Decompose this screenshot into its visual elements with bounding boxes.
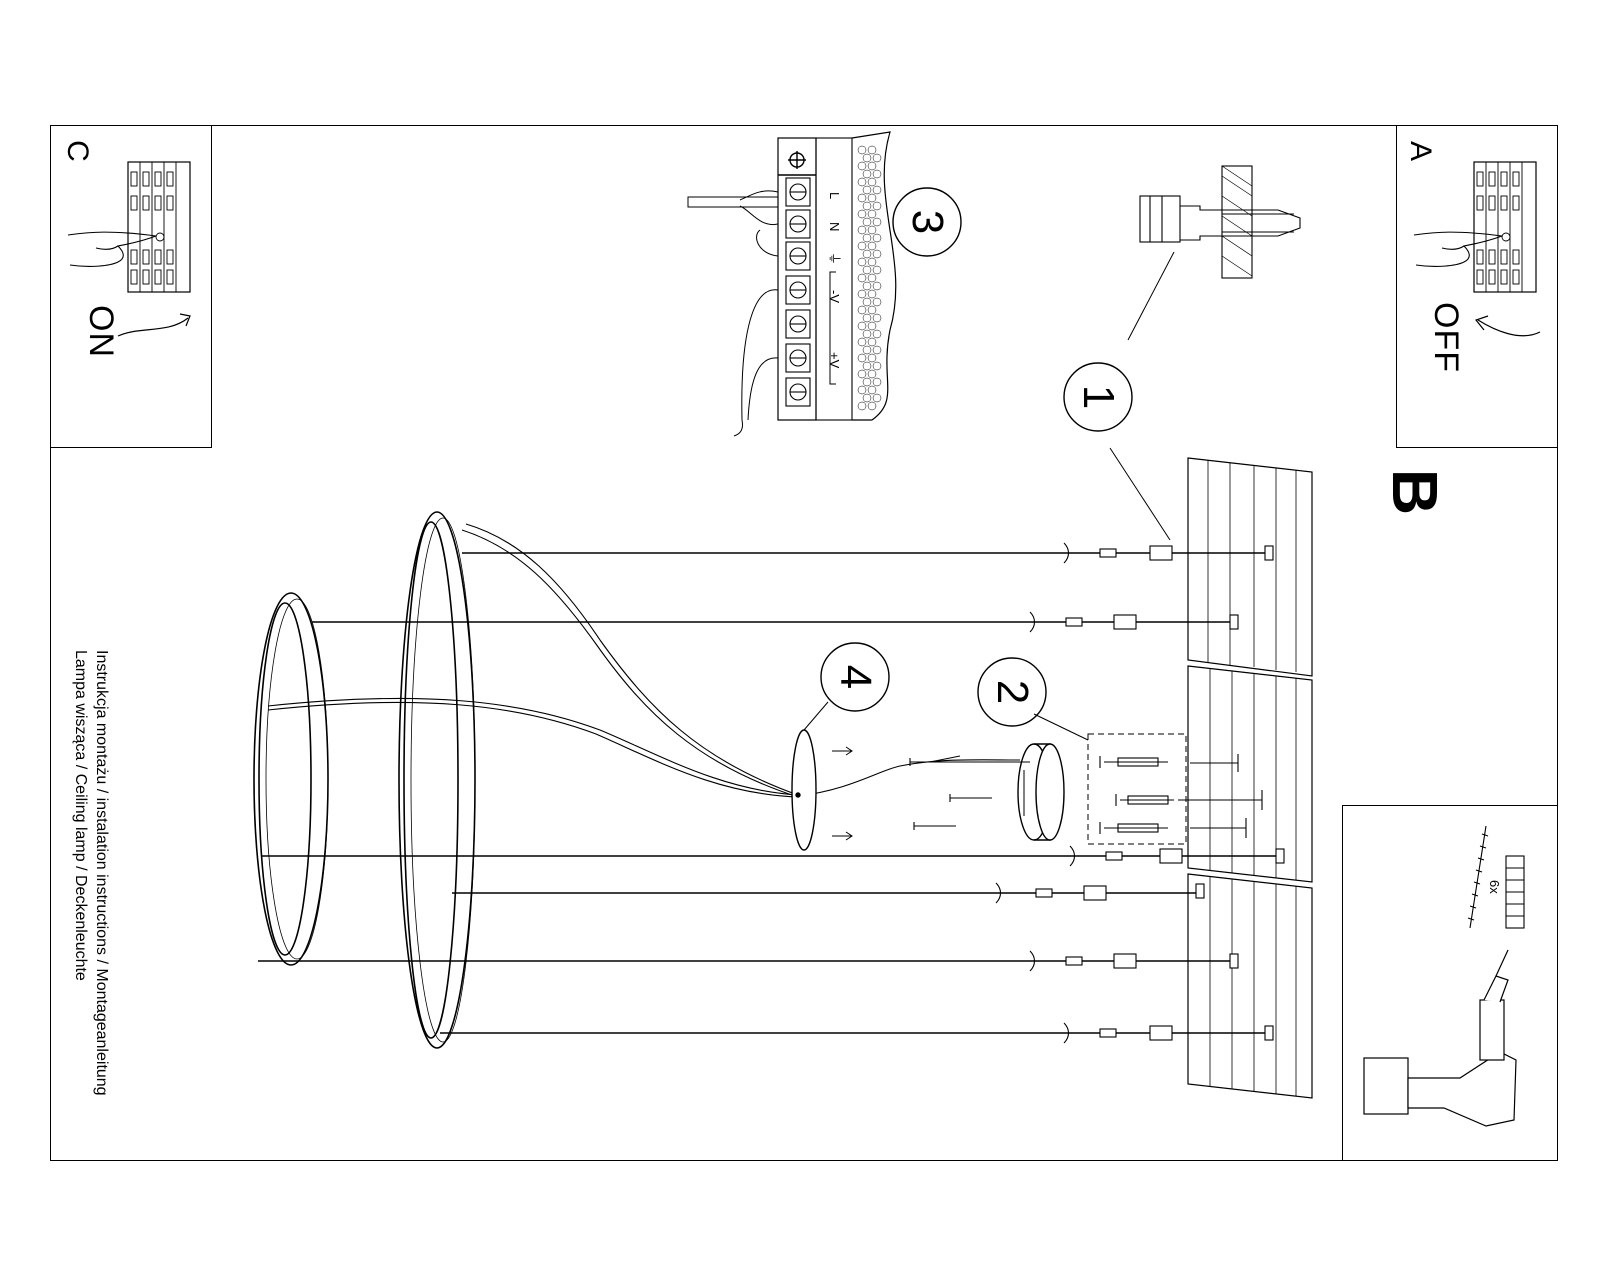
terminal-block [687, 131, 897, 437]
terminal-label-n: N [827, 222, 842, 231]
mounting-base [1017, 743, 1065, 841]
panel-c-frame [50, 125, 212, 448]
step-2-circle [977, 657, 1047, 727]
wall-plug-detail [1139, 165, 1301, 279]
terminal-label-minus-v: -V [827, 290, 842, 303]
breaker-switch-off-icon [1473, 161, 1537, 293]
hand-icon [1413, 231, 1503, 267]
terminal-label-l: L [827, 192, 842, 199]
step-1-leader-2 [1109, 447, 1171, 541]
breaker-switch-on-icon [127, 161, 191, 293]
rotate-arrow-on-icon [117, 313, 191, 337]
step-4-circle [820, 642, 890, 712]
power-cables [267, 523, 1021, 798]
step-1-number: 1 [1074, 385, 1123, 409]
canopy-cover [791, 729, 853, 851]
small-led-ring [253, 592, 329, 966]
step-2-number: 2 [988, 680, 1037, 704]
rotate-arrow-off-icon [1474, 315, 1541, 337]
step-1-circle [1063, 362, 1133, 432]
cable-anchor [1035, 545, 1285, 1041]
hand-icon [67, 231, 157, 267]
terminal-label-earth: ⏚ [827, 252, 842, 265]
step-3-number: 3 [903, 210, 952, 234]
large-led-ring [398, 511, 476, 1049]
outer-frame [50, 125, 1558, 1161]
dowel-screw-kit-icon [1467, 825, 1525, 929]
terminal-label-plus-v: +V [827, 352, 842, 369]
step-1-leader [1127, 251, 1175, 341]
panel-a-frame [1396, 125, 1558, 448]
step-4-leader [803, 701, 829, 731]
step-4-number: 4 [831, 665, 880, 689]
screws-group-box [1087, 733, 1187, 845]
kit-quantity: 6x [1487, 880, 1502, 894]
mounting-screws [909, 754, 1263, 838]
step-3-circle [892, 187, 962, 257]
step-2-leader [1033, 713, 1089, 741]
drill-kit-frame [1342, 805, 1558, 1161]
cable-gripper [995, 542, 1076, 1044]
ceiling-boards [1187, 457, 1313, 1099]
drill-icon [1363, 949, 1517, 1127]
